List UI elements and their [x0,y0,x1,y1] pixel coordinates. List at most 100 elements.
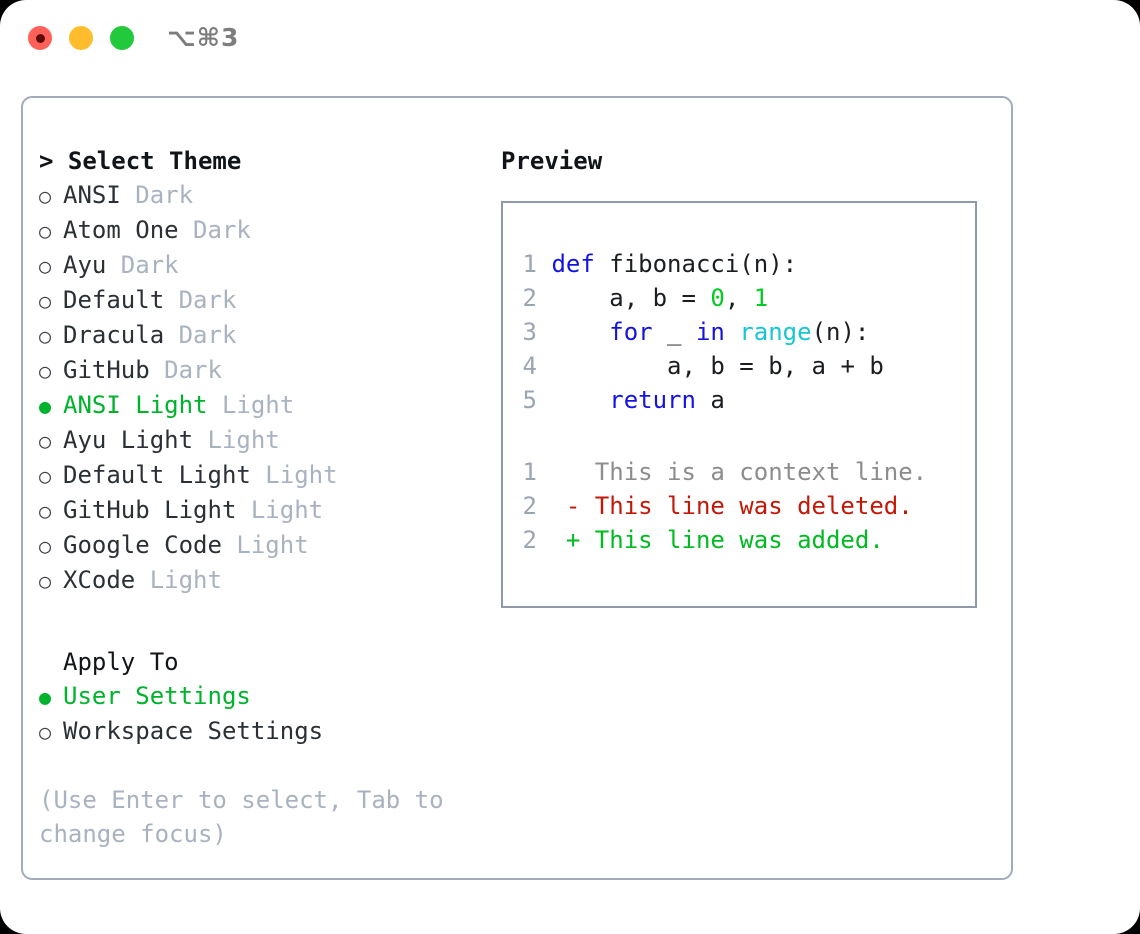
theme-option-ansi[interactable]: ○ ANSI Dark [39,178,469,213]
radio-selected-icon: ● [39,394,52,418]
theme-option-dracula[interactable]: ○Dracula Dark [39,318,469,353]
theme-option-label: Ayu [63,251,107,279]
code-text: a, b = 0, 1 [537,284,768,312]
minimize-button-icon[interactable] [69,26,93,50]
theme-option-variant: Dark [164,286,237,314]
theme-option-label: Default Light [63,461,251,489]
radio-selected-icon: ● [39,685,52,709]
theme-option-label: Ayu Light [63,426,194,454]
diff-text: - This line was deleted. [537,492,913,520]
code-token-txt: a, b = [551,284,711,312]
keyboard-shortcut-label: ⌥⌘3 [167,23,240,52]
radio-unselected-icon: ○ [39,499,52,523]
code-token-fn: range [739,318,812,346]
theme-option-variant: Light [250,461,338,489]
close-button-icon[interactable] [28,26,52,50]
preview-heading: Preview [501,147,603,175]
theme-option-github[interactable]: ○ GitHub Dark [39,353,469,388]
apply-to-option-user-settings[interactable]: ● User Settings [39,679,469,714]
diff-sample: 1 This is a context line.2 - This line w… [515,455,975,557]
apply-to-option-label: Workspace Settings [63,717,324,745]
theme-option-variant: Light [236,496,324,524]
diff-line-ctx: 1 This is a context line. [515,455,975,489]
theme-option-ayu-light[interactable]: ○Ayu Light Light [39,423,469,458]
apply-to-section: Apply To ● User Settings ○ Workspace Settin… [39,645,469,749]
line-number: 2 [522,492,537,520]
code-token-num: 0 [710,284,725,312]
line-number: 1 [522,250,537,278]
theme-list[interactable]: ○ANSI Dark○Atom One Dark○Ayu Dark○Defaul… [39,178,469,598]
traffic-lights [28,26,134,50]
diff-text: + This line was added. [537,526,884,554]
code-text: return a [537,386,725,414]
code-token-txt [551,318,609,346]
theme-option-label: XCode [63,566,136,594]
apply-to-option-workspace-settings[interactable]: ○ Workspace Settings [39,714,469,749]
theme-list-column: > Select Theme ○ANSI Dark○Atom One Dark○… [39,144,469,851]
radio-unselected-icon: ○ [39,720,52,744]
theme-option-default[interactable]: ○ Default Dark [39,283,469,318]
theme-option-label: Google Code [63,531,222,559]
diff-text: This is a context line. [537,458,928,486]
theme-option-variant: Dark [149,356,222,384]
theme-option-variant: Dark [120,181,194,209]
theme-option-xcode[interactable]: ○ XCode Light [39,563,469,598]
radio-unselected-icon: ○ [39,464,52,488]
code-text: def fibonacci(n): [537,250,797,278]
theme-option-label: ANSI [63,181,121,209]
maximize-button-icon[interactable] [110,26,134,50]
radio-unselected-icon: ○ [39,569,52,593]
line-number: 1 [522,458,537,486]
theme-option-default-light[interactable]: ○ Default Light Light [39,458,469,493]
line-number: 4 [522,352,537,380]
line-number: 2 [522,526,537,554]
radio-unselected-icon: ○ [39,429,52,453]
theme-option-ansi-light[interactable]: ● ANSI Light Light [39,388,469,423]
radio-unselected-icon: ○ [39,289,52,313]
theme-option-variant: Dark [106,251,179,279]
code-token-txt [551,386,609,414]
apply-to-heading: Apply To [63,648,179,676]
theme-option-variant: Light [135,566,222,594]
theme-option-github-light[interactable]: ○ GitHub Light Light [39,493,469,528]
apply-to-option-label: User Settings [63,682,251,710]
theme-option-variant: Light [207,391,295,419]
code-token-kw: def [551,250,610,278]
code-token-num: 1 [753,284,769,312]
theme-option-variant: Dark [178,216,251,244]
diff-line-del: 2 - This line was deleted. [515,489,975,523]
radio-unselected-icon: ○ [39,359,52,383]
title-bar: ⌥⌘3 [0,0,1140,78]
apply-to-list[interactable]: ● User Settings ○ Workspace Settings [39,679,469,749]
theme-option-label: Dracula [63,321,165,349]
code-token-txt: fibonacci(n): [609,250,798,278]
keyboard-hint-text: (Use Enter to select, Tab to change focu… [39,786,444,848]
theme-option-label: GitHub [63,356,150,384]
theme-option-ayu[interactable]: ○ Ayu Dark [39,248,469,283]
radio-unselected-icon: ○ [39,254,52,278]
radio-unselected-icon: ○ [39,219,52,243]
code-line: 5 return a [515,383,975,417]
code-line: 4 a, b = b, a + b [515,349,975,383]
code-token-txt: a [695,386,725,414]
line-number: 2 [522,284,537,312]
code-token-kw: return [609,386,696,414]
code-token-txt: a, b = b, a + b [551,352,884,380]
theme-option-google-code[interactable]: ○ Google Code Light [39,528,469,563]
code-token-txt: , [724,284,754,312]
line-number: 5 [522,386,537,414]
theme-option-atom-one[interactable]: ○Atom One Dark [39,213,469,248]
code-token-kw: in [695,318,725,346]
code-token-txt: _ [652,318,696,346]
code-text: for _ in range(n): [537,318,869,346]
code-token-kw: for [609,318,653,346]
radio-unselected-icon: ○ [39,534,52,558]
theme-option-label: ANSI Light [63,391,208,419]
theme-option-label: Default [63,286,165,314]
radio-unselected-icon: ○ [39,184,52,208]
theme-option-label: GitHub Light [63,496,237,524]
theme-option-variant: Light [221,531,309,559]
